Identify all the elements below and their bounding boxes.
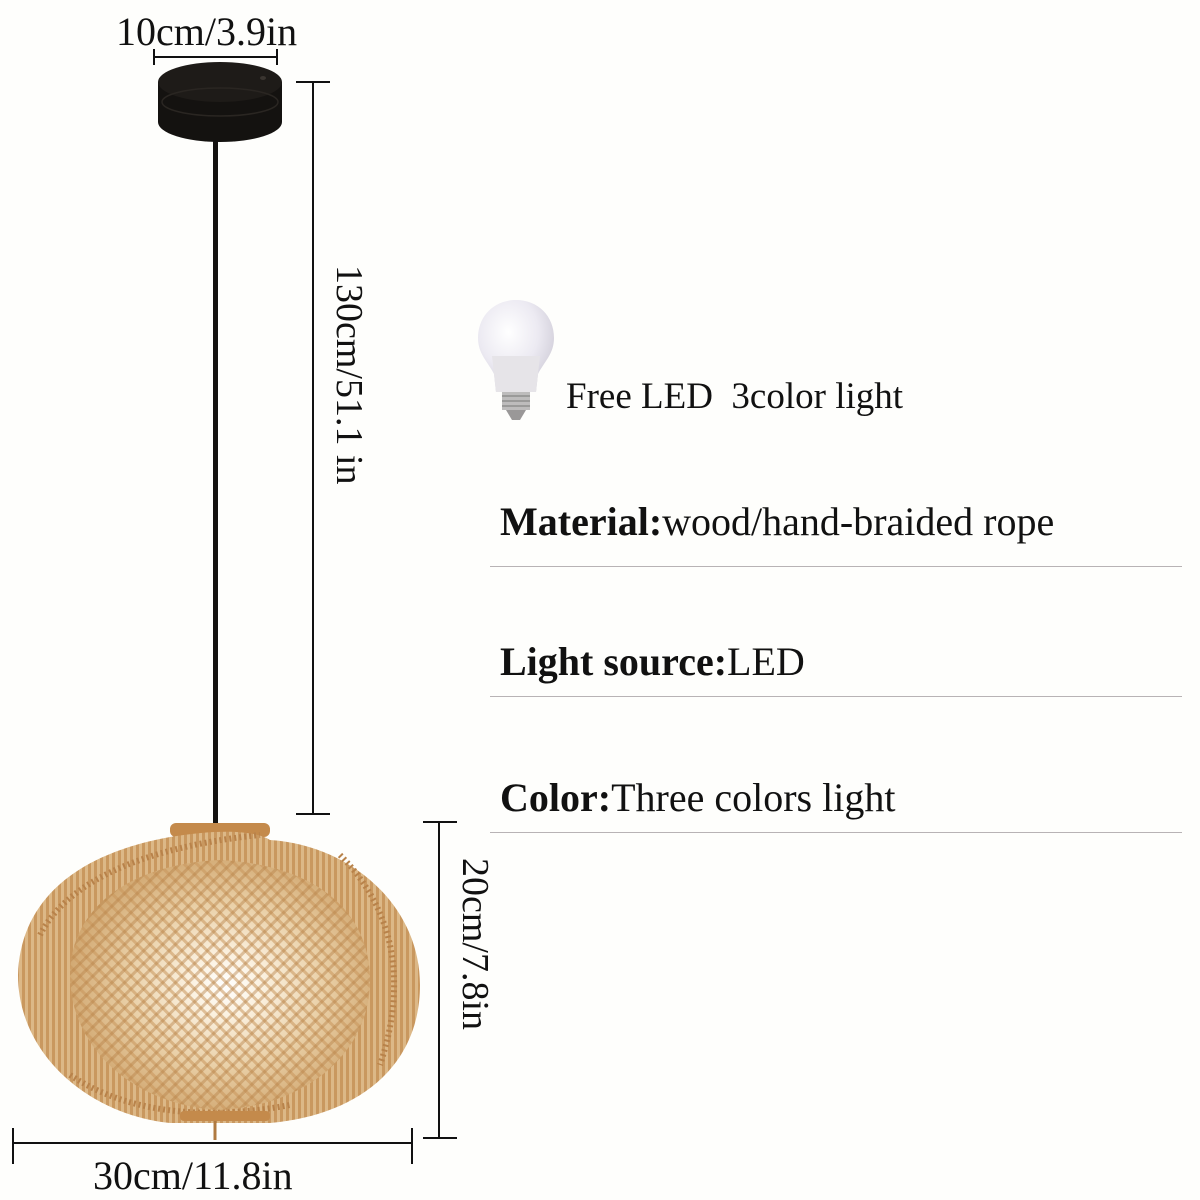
cord-length-tick-bottom [296,813,330,815]
rattan-lamp-shade [18,823,420,1140]
spec-light-source-separator: : [713,639,728,684]
shade-height-dimension-line [438,821,440,1138]
shade-width-tick-right [411,1128,413,1164]
spec-divider [490,566,1182,567]
canopy-width-label: 10cm/3.9in [116,9,298,54]
spec-light-source-label: Light source [500,639,714,684]
spec-light-source: Light source:LED [500,642,805,682]
bulb-caption: Free LED 3color light [566,376,904,417]
shade-height-tick-top [423,821,457,823]
cord-length-label: 130cm/51.1 in [328,265,370,485]
canopy-width-tick-right [276,49,278,65]
spec-light-source-value: LED [727,639,805,684]
spec-divider [490,832,1182,833]
spec-color-value: Three colors light [611,775,896,820]
canopy-width-tick-left [153,49,155,65]
spec-material-value: wood/hand-braided rope [662,499,1055,544]
canopy-width-dimension-line [153,56,278,58]
spec-divider [490,696,1182,697]
spec-material-separator: : [648,499,663,544]
shade-width-tick-left [12,1128,14,1164]
spec-color: Color:Three colors light [500,778,895,818]
spec-color-separator: : [597,775,612,820]
spec-material: Material:wood/hand-braided rope [500,502,1054,542]
spec-material-label: Material [500,499,649,544]
cord-length-dimension-line [312,81,314,815]
shade-width-dimension-line [12,1142,412,1144]
led-bulb-icon [478,300,554,420]
shade-height-tick-bottom [423,1137,457,1139]
shade-height-label: 20cm/7.8in [454,858,496,1031]
shade-width-label: 30cm/11.8in [93,1153,293,1198]
spec-color-label: Color [500,775,598,820]
pendant-cord [213,140,218,830]
ceiling-canopy-icon [158,62,282,142]
